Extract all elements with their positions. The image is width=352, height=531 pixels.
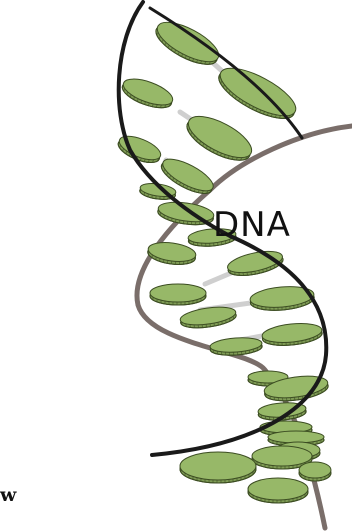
base-disc [179,304,237,331]
corner-caption: w [0,486,16,505]
base-disc [299,462,331,481]
base-disc [181,108,257,168]
base-disc [261,321,323,348]
base-disc [248,478,308,503]
base-disc [210,336,263,357]
base-disc [119,74,176,113]
base-disc [147,240,197,267]
base-disc [180,452,256,483]
base-disc [212,59,302,128]
base-disc [150,284,206,305]
figure-title: DNA [213,208,291,242]
base-disc [150,15,224,73]
